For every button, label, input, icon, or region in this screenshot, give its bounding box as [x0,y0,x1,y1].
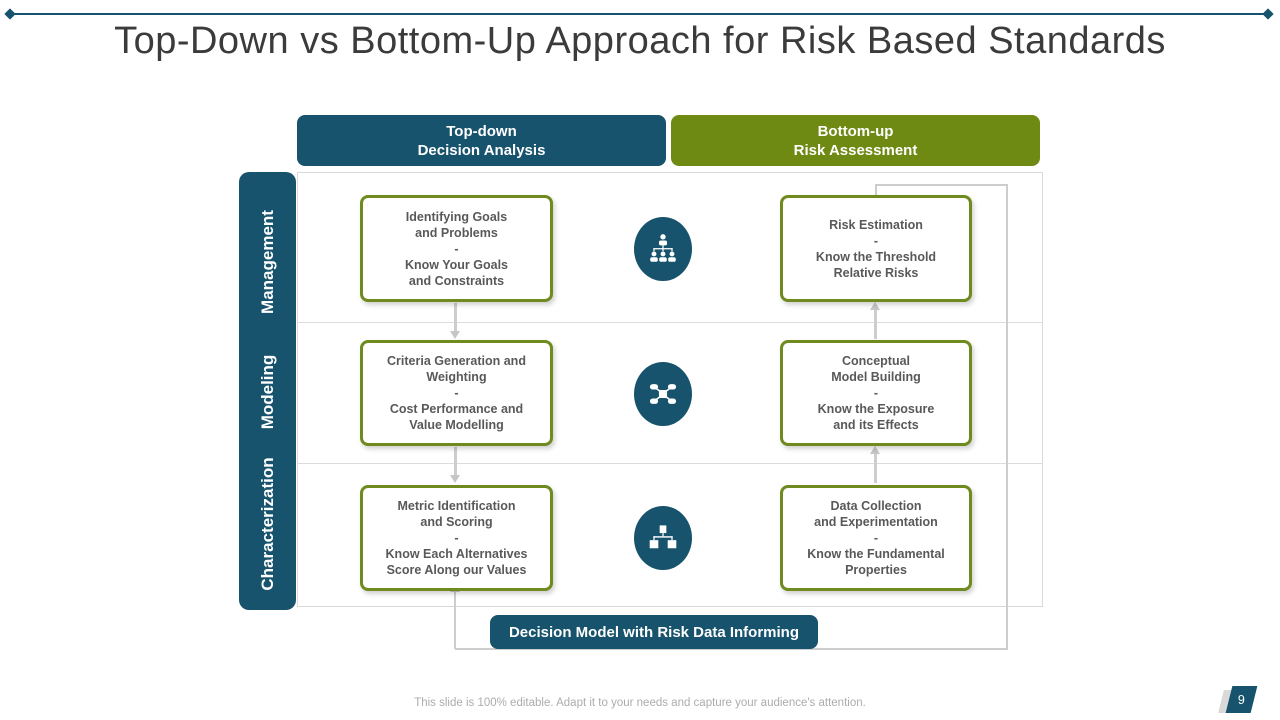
decision-model-bar[interactable]: Decision Model with Risk Data Informing [490,615,818,649]
box-identifying-goals[interactable]: Identifying Goals and Problems - Know Yo… [360,195,553,302]
box-metric-identification[interactable]: Metric Identification and Scoring - Know… [360,485,553,591]
editable-note: This slide is 100% editable. Adapt it to… [414,697,866,709]
slide-title: Top-Down vs Bottom-Up Approach for Risk … [114,20,1166,62]
page-number: 9 [1238,692,1245,707]
org-hierarchy-icon [634,217,692,281]
connector-right-vertical [1006,184,1008,650]
box-criteria-generation[interactable]: Criteria Generation and Weighting - Cost… [360,340,553,446]
top-divider-line [14,13,1266,15]
arrow-up-right-icon [870,302,880,310]
connector-left-row1-row2 [454,303,457,333]
grid-row-divider [297,322,1043,323]
sitemap-icon [634,506,692,570]
connector-top-horizontal [876,184,1007,186]
arrow-down-left-icon [450,331,460,339]
sidebar-label-management: Management [257,210,277,314]
connector-right-row3-row2 [874,454,877,483]
arrow-down-left-icon [450,475,460,483]
connector-feedback-vertical [454,592,456,649]
sidebar-label-modeling: Modeling [257,354,277,430]
phase-sidebar[interactable]: Management Modeling Characterization [239,172,296,610]
bottom-up-header[interactable]: Bottom-up Risk Assessment [671,115,1040,166]
grid-row-divider [297,463,1043,464]
box-data-collection[interactable]: Data Collection and Experimentation - Kn… [780,485,972,591]
box-risk-estimation[interactable]: Risk Estimation - Know the Threshold Rel… [780,195,972,302]
top-down-header[interactable]: Top-down Decision Analysis [297,115,666,166]
diamond-end-left-icon [4,8,16,20]
connector-bottom-horizontal [455,648,1008,650]
diamond-end-right-icon [1262,8,1274,20]
network-nodes-icon [634,362,692,426]
sidebar-label-characterization: Characterization [257,457,277,591]
connector-right-row2-row1 [874,310,877,339]
arrow-up-right-icon [870,446,880,454]
connector-left-row2-row3 [454,447,457,477]
box-conceptual-model[interactable]: Conceptual Model Building - Know the Exp… [780,340,972,446]
connector-right-row1-stub [875,184,877,196]
